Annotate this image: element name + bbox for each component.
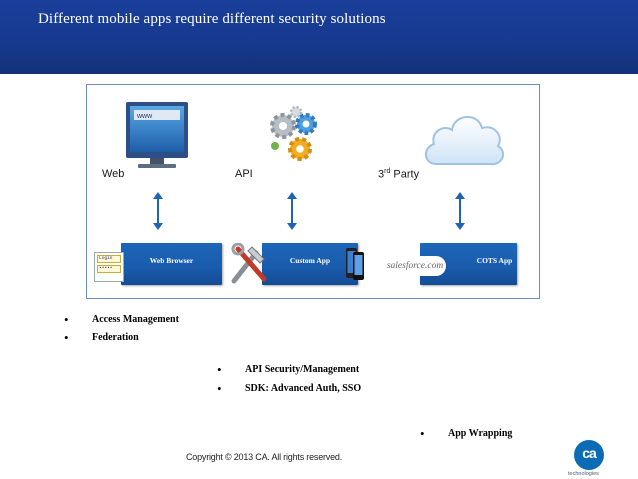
ca-logo: ca bbox=[572, 440, 606, 474]
password-field: ••••• bbox=[97, 265, 121, 273]
phone-icon bbox=[346, 248, 364, 280]
copyright-text: Copyright © 2013 CA. All rights reserved… bbox=[186, 452, 343, 462]
ca-logo-mark: ca bbox=[582, 445, 597, 461]
salesforce-logo: salesforce.com bbox=[384, 256, 446, 276]
cloud-icon bbox=[425, 116, 505, 166]
ca-logo-text: technologies bbox=[568, 471, 599, 477]
column-label-third-party: 3rd Party bbox=[378, 168, 420, 181]
login-field: Login bbox=[97, 255, 121, 263]
column-label-api: API bbox=[235, 168, 253, 180]
web-browser-bar: Web Browser bbox=[121, 243, 222, 285]
custom-app-label: Custom App bbox=[289, 256, 331, 265]
arrow-web bbox=[153, 192, 163, 230]
slide-title: Different mobile apps require different … bbox=[38, 11, 386, 27]
monitor-screen-text: www bbox=[136, 113, 153, 120]
login-form-graphic: Login ••••• bbox=[94, 252, 124, 282]
monitor-icon: www bbox=[126, 102, 188, 168]
web-browser-label: Web Browser bbox=[149, 256, 194, 265]
arrow-api bbox=[287, 192, 297, 230]
gears-icon bbox=[270, 105, 317, 161]
tools-icon bbox=[231, 243, 267, 284]
custom-app-bar: Custom App bbox=[262, 243, 358, 285]
title-banner: Different mobile apps require different … bbox=[0, 0, 638, 74]
column-label-web: Web bbox=[102, 168, 125, 180]
arrow-third-party bbox=[455, 192, 465, 230]
cots-app-label: COTS App bbox=[476, 256, 513, 265]
